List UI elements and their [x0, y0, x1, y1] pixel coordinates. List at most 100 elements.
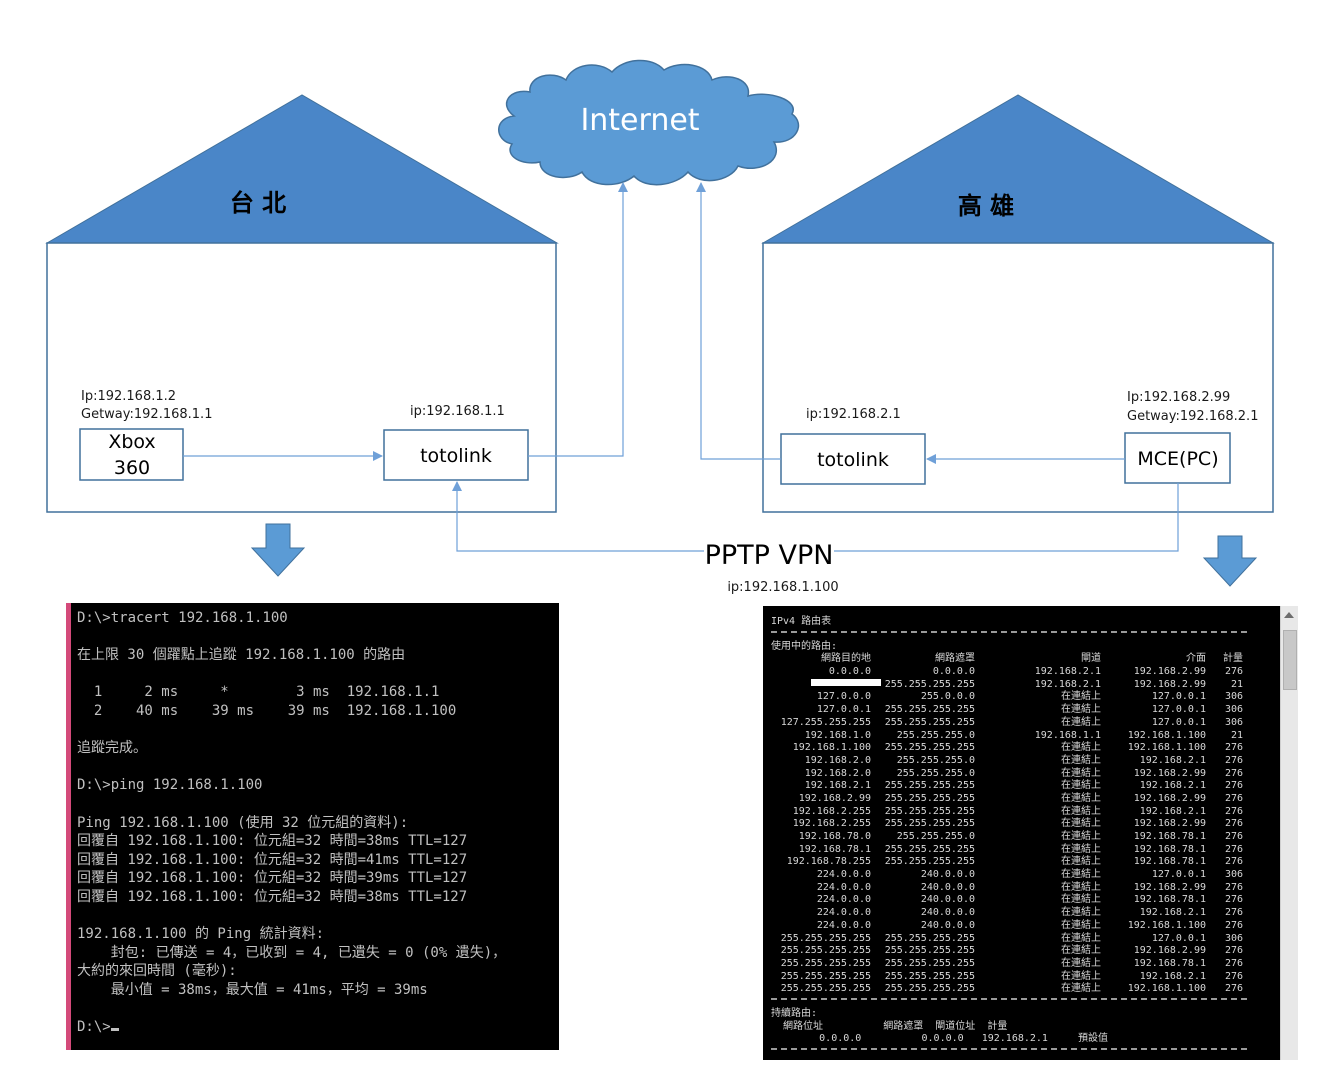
route-cell: 192.168.78.0 [798, 831, 871, 842]
console-line: D:\>ping 192.168.1.100 [77, 777, 263, 794]
kaohsiung-router-node: totolink [780, 433, 926, 485]
xbox-label-line2: 360 [114, 457, 150, 479]
route-cell: 276 [1224, 894, 1243, 906]
route-cell: 192.168.78.255 [786, 856, 871, 868]
route-cell: 192.168.78.1 [1133, 894, 1206, 906]
route-cell: 192.168.2.99 [1133, 818, 1206, 830]
route-cell: 306 [1224, 691, 1243, 703]
kaohsiung-router-ip-label: ip:192.168.2.1 [806, 407, 901, 422]
route-cell: 127.0.0.1 [1151, 691, 1206, 703]
route-console-scrollbar[interactable] [1280, 606, 1298, 1060]
route-cell: 276 [1224, 945, 1243, 957]
mce-pc-label: MCE(PC) [1137, 448, 1218, 470]
down-arrow-icon [1202, 535, 1258, 587]
console-line: D:\>tracert 192.168.1.100 [77, 610, 288, 626]
route-cell: 192.168.2.99 [1133, 881, 1206, 893]
route-cell: 0.0.0.0 [932, 666, 975, 678]
route-cell: 255.255.255.255 [884, 957, 975, 969]
route-cell: 在連結上 [1061, 767, 1101, 779]
route-cell: 在連結上 [1061, 881, 1101, 893]
route-cell: 21 [1230, 729, 1243, 741]
taipei-city-label: 台 北 [230, 188, 286, 217]
route-cell: 255.255.255.255 [884, 945, 975, 957]
pc-gateway-label: Getway:192.168.2.1 [1127, 409, 1258, 424]
separator [771, 630, 1247, 639]
route-cell: 192.168.78.1 [1133, 957, 1206, 969]
vpn-label-background [704, 536, 834, 566]
route-cell: 在連結上 [1061, 831, 1101, 842]
route-cell: 192.168.2.99 [798, 792, 871, 804]
route-cell: 240.0.0.0 [920, 881, 975, 893]
route-cell: 255.255.255.255 [884, 932, 975, 944]
kaohsiung-router-label: totolink [817, 449, 889, 471]
route-cell: 276 [1224, 831, 1243, 842]
route-cell: 255.255.255.255 [884, 704, 975, 716]
scroll-up-icon[interactable] [1284, 612, 1294, 618]
route-cell: 276 [1224, 767, 1243, 779]
persistent-route-row: 0.0.0.0 0.0.0.0 192.168.2.1 預設值 [771, 1033, 1109, 1045]
route-cell: 在連結上 [1061, 843, 1101, 855]
route-cell: 276 [1224, 754, 1243, 766]
route-cell: 192.168.78.1 [798, 843, 871, 855]
console-line [77, 758, 559, 777]
console-line [77, 628, 559, 647]
route-cell: 192.168.2.1 [1139, 780, 1206, 792]
route-cell: 224.0.0.0 [816, 919, 871, 931]
route-cell: 255.255.255.255 [884, 818, 975, 830]
scroll-thumb[interactable] [1283, 630, 1297, 690]
console-line: 192.168.1.100 的 Ping 統計資料: [77, 926, 325, 943]
console-line: 回覆自 192.168.1.100: 位元組=32 時間=39ms TTL=12… [77, 870, 468, 887]
route-cell: 240.0.0.0 [920, 869, 975, 881]
console-line: 最小值 = 38ms，最大值 = 41ms，平均 = 39ms [77, 981, 428, 998]
route-cell: 127.0.0.1 [1151, 704, 1206, 716]
mce-pc-node: MCE(PC) [1124, 432, 1231, 484]
route-cell: 192.168.2.1 [1139, 805, 1206, 817]
route-cell: 255.0.0.0 [920, 691, 975, 703]
route-cell: 255.255.255.255 [884, 805, 975, 817]
route-cell: 276 [1224, 780, 1243, 792]
route-cell: 在連結上 [1061, 945, 1101, 957]
route-cell: 192.168.2.99 [1133, 678, 1206, 690]
route-cell: 在連結上 [1061, 780, 1101, 792]
kaohsiung-city-label: 高 雄 [958, 191, 1014, 220]
route-cell: 在連結上 [1061, 957, 1101, 969]
route-cell: 255.255.255.255 [884, 780, 975, 792]
route-cell: 255.255.255.0 [896, 729, 975, 741]
route-cell: 276 [1224, 856, 1243, 868]
route-table-console: IPv4 路由表 使用中的路由: 網路目的地網路遮罩閘道介面計量 0.0.0.0… [763, 606, 1280, 1060]
route-cell: 192.168.2.0 [804, 767, 871, 779]
route-cell: 306 [1224, 869, 1243, 881]
route-cell: 255.255.255.255 [780, 957, 871, 969]
active-routes-heading: 使用中的路由: [771, 640, 838, 652]
route-cell: 127.0.0.1 [1151, 869, 1206, 881]
xbox-ip-label: Ip:192.168.1.2 [81, 389, 176, 404]
route-cell: 240.0.0.0 [920, 894, 975, 906]
route-cell: 255.255.255.0 [896, 831, 975, 842]
kaohsiung-router-to-internet-arrow [696, 182, 781, 460]
route-cell: 255.255.255.255 [884, 742, 975, 754]
route-cell: 255.255.255.255 [884, 856, 975, 868]
route-cell: 在連結上 [1061, 856, 1101, 868]
console-line [77, 795, 559, 814]
route-cell: 192.168.1.100 [1127, 729, 1206, 741]
route-cell: 192.168.2.99 [1133, 666, 1206, 678]
route-cell: 255.255.255.255 [884, 792, 975, 804]
route-cell: 224.0.0.0 [816, 881, 871, 893]
